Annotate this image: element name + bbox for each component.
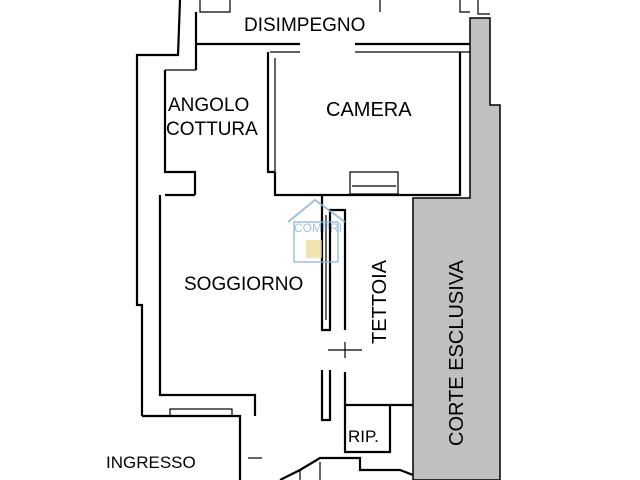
label-tettoia: TETTOIA — [369, 259, 391, 344]
corte-esclusiva-area — [412, 17, 501, 480]
room-labels: DISIMPEGNO ANGOLO COTTURA CAMERA SOGGIOR… — [106, 15, 468, 472]
label-cottura: COTTURA — [166, 119, 258, 140]
label-ingresso: INGRESSO — [106, 453, 196, 472]
label-camera: CAMERA — [326, 99, 412, 121]
watermark-text: COMPRI — [294, 221, 342, 235]
label-soggiorno: SOGGIORNO — [184, 274, 303, 295]
house-logo-icon — [287, 198, 346, 263]
label-corte-esclusiva: CORTE ESCLUSIVA — [446, 259, 468, 446]
label-angolo: ANGOLO — [168, 95, 249, 116]
label-rip: RIP. — [348, 427, 379, 446]
interior-walls — [158, 12, 470, 480]
watermark-logo: COMPRI — [287, 198, 346, 263]
label-disimpegno: DISIMPEGNO — [244, 15, 365, 36]
